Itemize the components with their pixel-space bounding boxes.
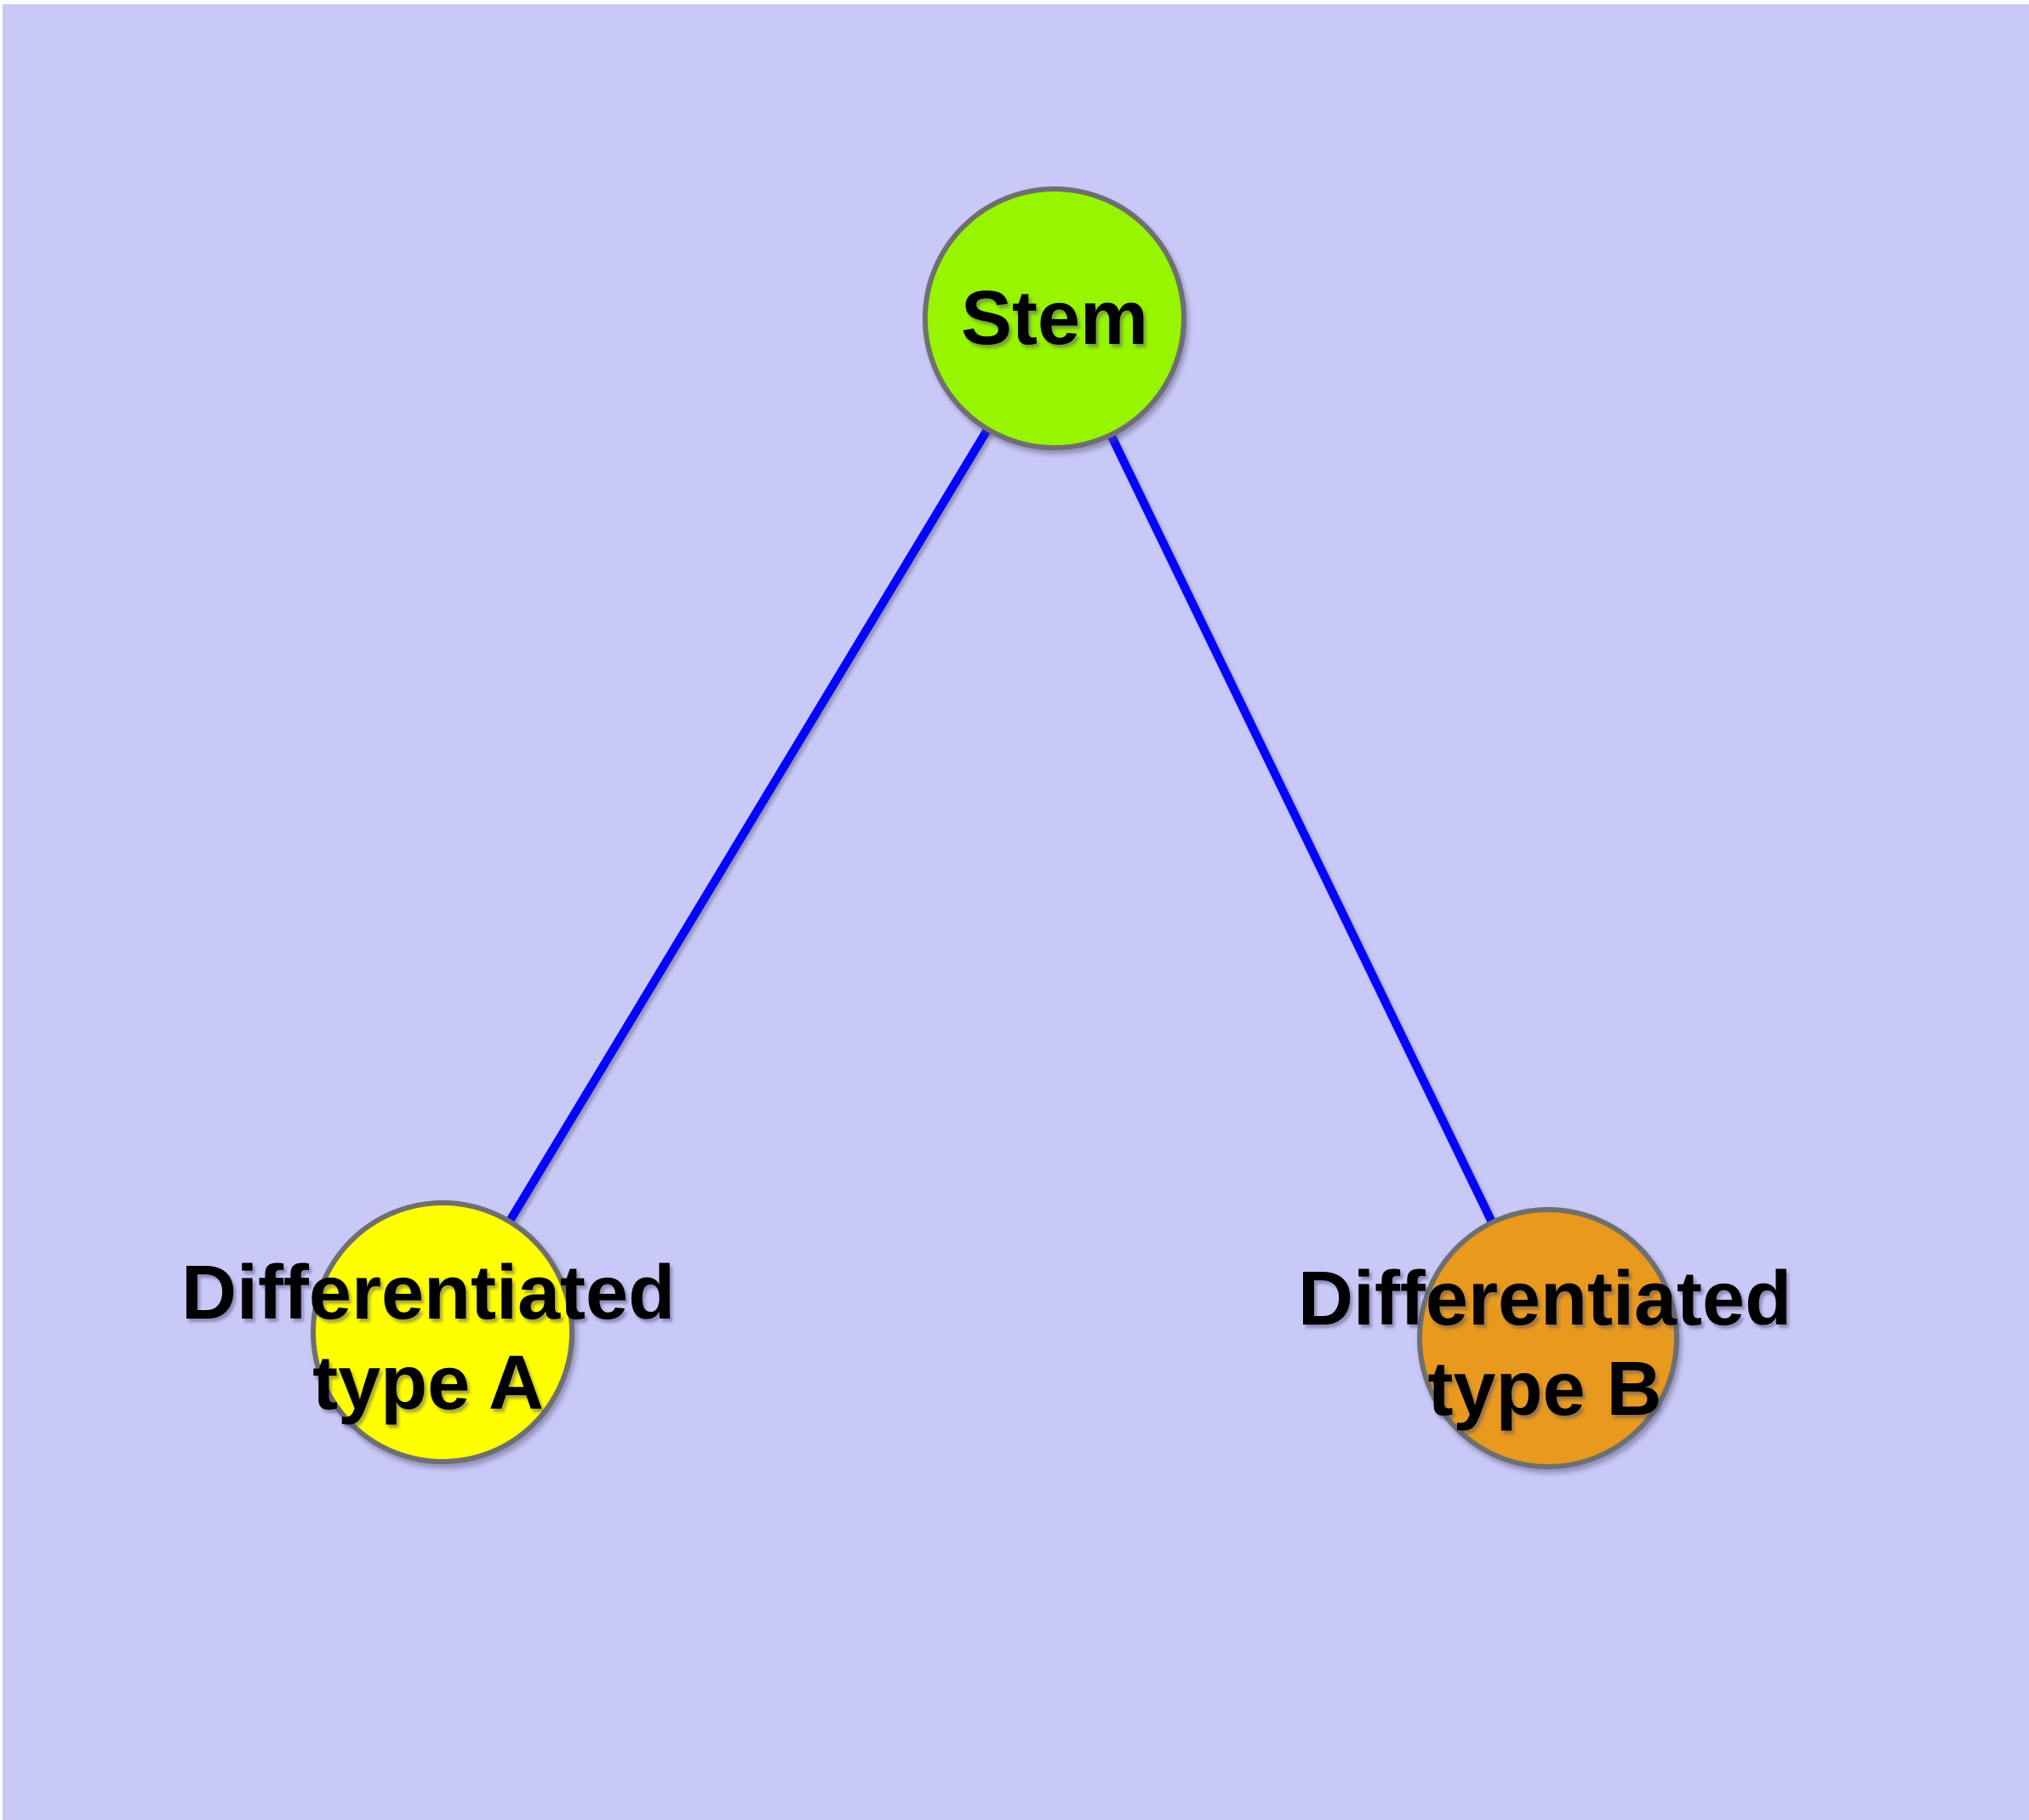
node-differentiated-type-b-label: Differentiated type B: [1298, 1254, 1792, 1434]
node-stem-label: Stem: [961, 273, 1148, 363]
node-differentiated-type-a: [311, 1200, 574, 1464]
label-line: type A: [312, 1341, 544, 1426]
node-differentiated-type-a-label: Differentiated type A: [181, 1248, 675, 1428]
label-line: type B: [1427, 1347, 1662, 1432]
edge-stem-to-type-a: [438, 316, 1059, 1335]
label-line: Differentiated: [180, 1251, 676, 1336]
node-differentiated-type-b: [1417, 1207, 1679, 1469]
edge-stem-to-type-b: [1050, 316, 1552, 1341]
label-line: Stem: [960, 276, 1149, 361]
label-line: Differentiated: [1297, 1256, 1792, 1342]
node-stem: [923, 186, 1186, 450]
